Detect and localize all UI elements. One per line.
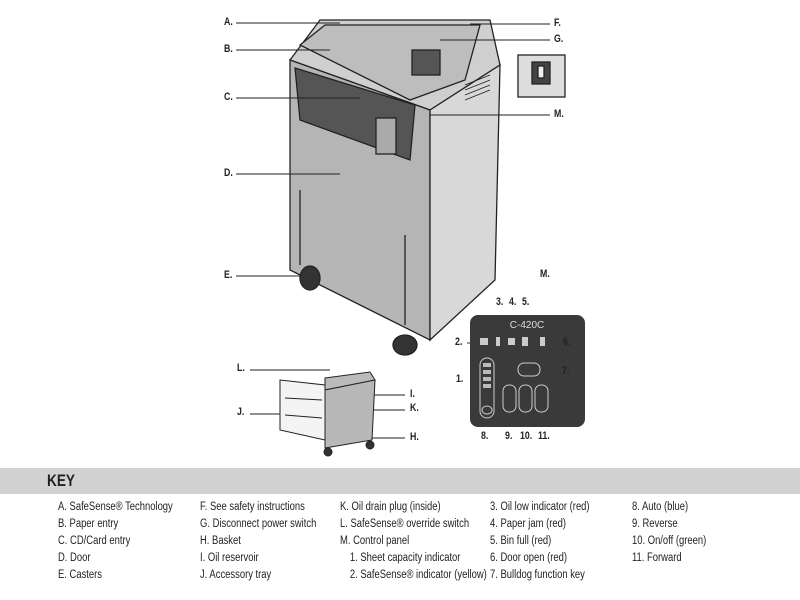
key-column-1: A. SafeSense® Technology B. Paper entry … <box>58 499 198 584</box>
callout-b: B. <box>224 43 233 55</box>
key-item: 3. Oil low indicator (red) <box>490 501 590 513</box>
key-item: A. SafeSense® Technology <box>58 501 173 513</box>
key-item: G. Disconnect power switch <box>200 518 317 530</box>
callout-h: H. <box>410 431 419 443</box>
panel-callout-2: 2. <box>455 336 463 348</box>
key-item: J. Accessory tray <box>200 569 272 581</box>
key-item: M. Control panel <box>340 535 410 547</box>
key-item: 2. SafeSense® indicator (yellow) <box>349 569 487 581</box>
callout-a: A. <box>224 16 233 28</box>
key-item: L. SafeSense® override switch <box>340 518 470 530</box>
callout-m: M. <box>554 108 564 120</box>
panel-callout-8: 8. <box>481 430 489 442</box>
panel-callout-3: 3. <box>496 296 504 308</box>
small-shredder-illustration <box>279 371 376 457</box>
panel-callout-11: 11. <box>538 430 550 442</box>
key-item: E. Casters <box>58 569 103 581</box>
shredder-diagram: C-420C <box>236 19 585 457</box>
key-item: D. Door <box>58 552 91 564</box>
callout-c: C. <box>224 91 233 103</box>
key-item: 9. Reverse <box>632 518 678 530</box>
key-item: 5. Bin full (red) <box>490 535 552 547</box>
main-shredder-illustration <box>288 19 501 356</box>
panel-callout-4: 4. <box>509 296 517 308</box>
key-item: B. Paper entry <box>58 518 119 530</box>
callout-d: D. <box>224 167 233 179</box>
key-column-5: 8. Auto (blue) 9. Reverse 10. On/off (gr… <box>632 499 723 567</box>
callout-g: G. <box>554 33 564 45</box>
callout-i: I. <box>410 388 415 400</box>
callout-f: F. <box>554 17 561 29</box>
power-switch-inset <box>517 54 566 98</box>
key-item: C. CD/Card entry <box>58 535 131 547</box>
key-item: 1. Sheet capacity indicator <box>349 552 461 564</box>
panel-callout-10: 10. <box>520 430 533 442</box>
key-item: F. See safety instructions <box>200 501 305 513</box>
key-item: 6. Door open (red) <box>490 552 568 564</box>
panel-logo: C-420C <box>510 320 544 331</box>
key-item: 4. Paper jam (red) <box>490 518 567 530</box>
key-title: KEY <box>47 471 75 490</box>
key-header-bar <box>0 468 800 494</box>
key-column-4: 3. Oil low indicator (red) 4. Paper jam … <box>490 499 611 584</box>
key-column-3: K. Oil drain plug (inside) L. SafeSense®… <box>340 499 519 584</box>
callout-e: E. <box>224 269 233 281</box>
key-item: 10. On/off (green) <box>632 535 707 547</box>
panel-callout-9: 9. <box>505 430 513 442</box>
key-item: 7. Bulldog function key <box>490 569 585 581</box>
panel-callout-1: 1. <box>456 373 464 385</box>
key-item: 11. Forward <box>632 552 682 564</box>
panel-callout-7: 7. <box>562 365 570 377</box>
panel-callout-5: 5. <box>522 296 530 308</box>
callout-j: J. <box>237 406 245 418</box>
bulldog-key <box>517 362 541 377</box>
key-column-2: F. See safety instructions G. Disconnect… <box>200 499 342 584</box>
callout-k: K. <box>410 402 419 414</box>
key-item: 8. Auto (blue) <box>632 501 689 513</box>
key-item: K. Oil drain plug (inside) <box>340 501 441 513</box>
callout-l: L. <box>237 362 245 374</box>
panel-callout-6: 6. <box>563 336 571 348</box>
key-item: I. Oil reservoir <box>200 552 259 564</box>
key-item: H. Basket <box>200 535 241 547</box>
panel-callout-m: M. <box>540 268 550 280</box>
control-panel-illustration: C-420C <box>470 315 585 427</box>
